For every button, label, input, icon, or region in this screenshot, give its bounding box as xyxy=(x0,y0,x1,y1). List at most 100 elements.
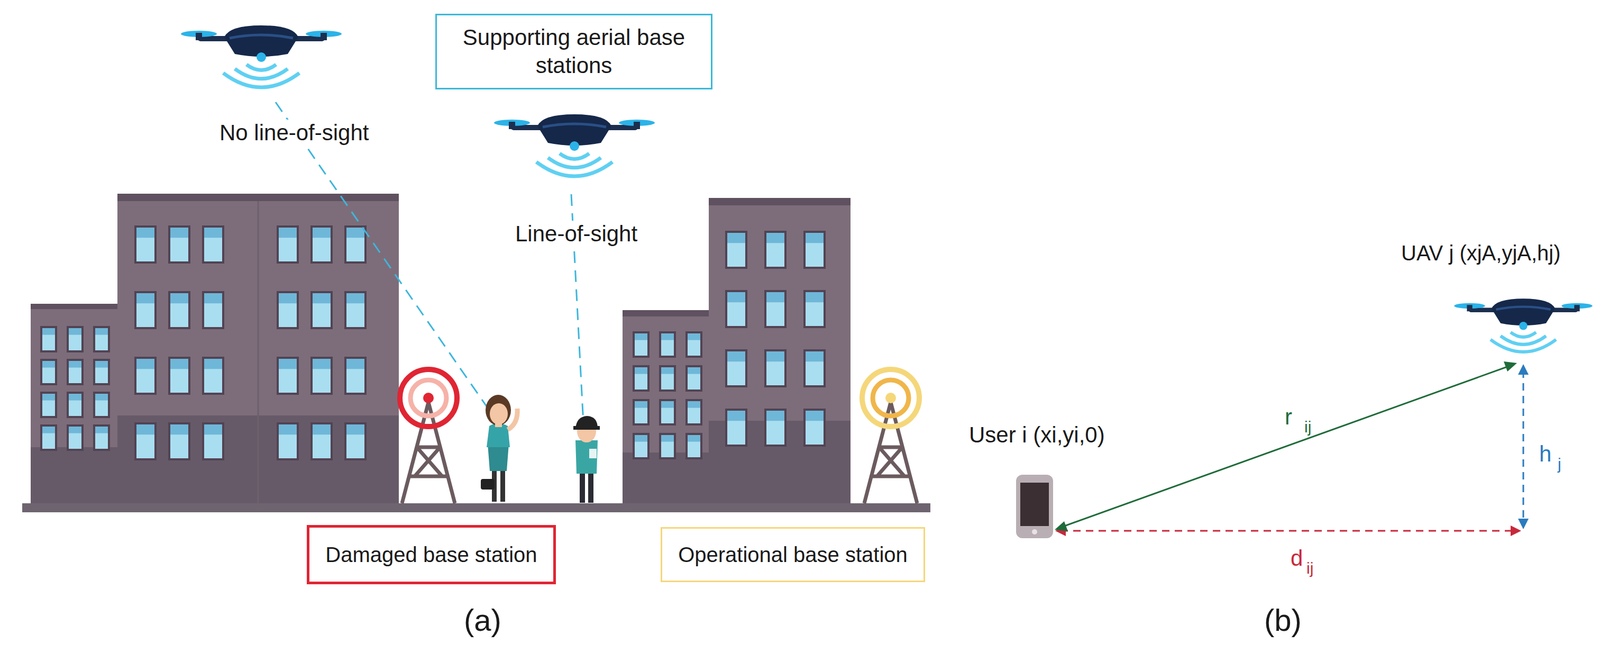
window xyxy=(661,367,674,390)
arrowhead xyxy=(1518,518,1529,529)
building xyxy=(117,196,399,504)
text-label: ij xyxy=(1304,417,1312,436)
text-label: r xyxy=(1284,404,1293,429)
window xyxy=(661,333,674,356)
window-top xyxy=(42,327,56,335)
window-top xyxy=(687,367,701,374)
building-roof xyxy=(708,197,851,206)
window-top xyxy=(136,227,155,238)
window xyxy=(727,232,746,267)
window-frame xyxy=(66,424,84,451)
label-box: Damaged base station xyxy=(306,524,556,584)
window-frame xyxy=(40,325,58,353)
window-top xyxy=(95,360,108,368)
window xyxy=(68,360,82,383)
window-top xyxy=(136,293,155,304)
window xyxy=(312,358,331,393)
window xyxy=(170,358,189,393)
window-frame xyxy=(725,349,748,388)
window-frame xyxy=(40,424,58,451)
range-line-r xyxy=(1059,364,1512,528)
window xyxy=(805,291,824,326)
drawing-part xyxy=(1574,304,1580,312)
window xyxy=(634,400,648,424)
window-top xyxy=(312,358,331,369)
window-top xyxy=(766,351,785,362)
window-frame xyxy=(93,358,111,386)
text-label: j xyxy=(1557,454,1562,473)
window-frame xyxy=(685,331,703,358)
window xyxy=(136,227,155,262)
window-frame xyxy=(764,230,787,269)
window-frame xyxy=(659,364,676,392)
signal-arc xyxy=(223,72,300,88)
window-top xyxy=(278,293,297,304)
window xyxy=(42,426,56,449)
window xyxy=(204,293,223,327)
sight-line xyxy=(275,102,496,419)
signal-arc xyxy=(234,68,288,79)
window-frame xyxy=(202,422,225,461)
window xyxy=(95,393,108,416)
window xyxy=(95,327,108,351)
text-label: No line-of-sight xyxy=(216,119,372,146)
window xyxy=(346,227,365,262)
window-top xyxy=(661,434,674,442)
window-frame xyxy=(66,391,84,418)
window-frame xyxy=(134,422,157,461)
text-label: Line-of-sight xyxy=(512,220,641,248)
window xyxy=(805,410,824,445)
window-frame xyxy=(344,225,367,264)
building-roof xyxy=(117,193,399,201)
arrowhead xyxy=(1503,361,1517,372)
window xyxy=(727,351,746,386)
building xyxy=(30,305,121,504)
window xyxy=(170,424,189,459)
drawing-part xyxy=(569,141,580,151)
window-frame xyxy=(725,230,748,269)
signal-arc xyxy=(559,153,590,160)
window-frame xyxy=(66,358,84,386)
window-frame xyxy=(344,290,367,329)
window-frame xyxy=(40,358,58,386)
building-roof xyxy=(30,303,121,309)
window xyxy=(68,426,82,449)
drawing-part xyxy=(537,114,612,146)
window-top xyxy=(204,293,223,304)
building-base xyxy=(30,446,121,504)
window-top xyxy=(727,410,746,421)
drawing-part xyxy=(256,52,267,62)
drawing-part xyxy=(224,25,299,57)
window xyxy=(766,410,785,445)
text-label: d xyxy=(1290,545,1303,571)
window-top xyxy=(312,293,331,304)
window-top xyxy=(170,293,189,304)
window-frame xyxy=(93,424,111,451)
signal-arc xyxy=(547,157,601,168)
window-frame xyxy=(764,289,787,328)
window-top xyxy=(346,424,365,435)
drawing-part xyxy=(229,34,294,39)
drawing-part xyxy=(542,123,607,127)
window-frame xyxy=(685,432,703,460)
window xyxy=(346,358,365,393)
drawing-part xyxy=(1466,304,1472,312)
window-frame xyxy=(632,331,650,358)
window xyxy=(346,293,365,327)
window-top xyxy=(312,227,331,238)
building-roof xyxy=(622,309,713,317)
window xyxy=(170,227,189,262)
text-label: (a) xyxy=(463,602,502,637)
drawing-part xyxy=(1491,298,1556,326)
window-top xyxy=(634,434,648,442)
window-top xyxy=(766,291,785,303)
window-top xyxy=(42,360,56,368)
window-top xyxy=(312,424,331,435)
window-top xyxy=(170,358,189,369)
window xyxy=(68,393,82,416)
tower-ring xyxy=(410,379,447,416)
window-top xyxy=(727,232,746,243)
window xyxy=(278,293,297,327)
window-top xyxy=(278,358,297,369)
window-frame xyxy=(659,432,676,460)
